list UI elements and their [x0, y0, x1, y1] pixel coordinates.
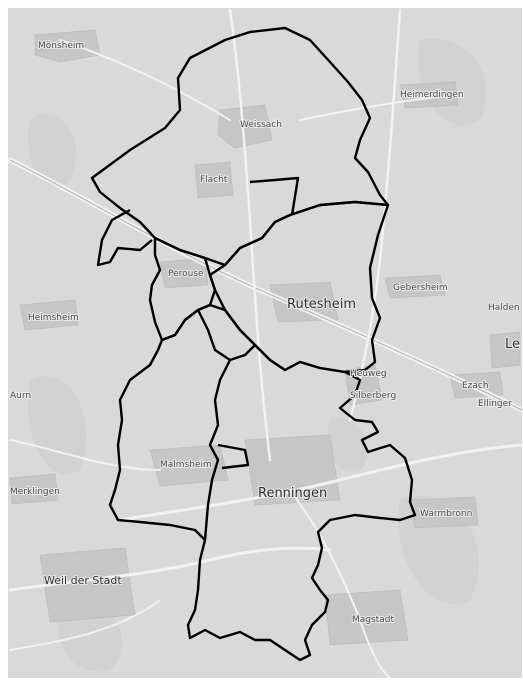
- label-rutesheim: Rutesheim: [287, 297, 356, 312]
- label-heimerdingen: Heimerdingen: [400, 90, 464, 100]
- label-silberberg: Silberberg: [350, 391, 396, 401]
- label-weissach: Weissach: [240, 120, 282, 130]
- label-merklingen: Merklingen: [10, 487, 60, 497]
- label-heuweg: Heuweg: [350, 369, 387, 379]
- label-monsheim: Mönsheim: [38, 41, 84, 51]
- label-ellinger: Ellinger: [478, 399, 512, 409]
- label-malmsheim: Malmsheim: [160, 460, 212, 470]
- label-gebersheim: Gebersheim: [393, 283, 448, 293]
- label-magstadt: Magstadt: [352, 615, 394, 625]
- settlements: [9, 29, 521, 646]
- label-ezach: Ezach: [462, 381, 489, 391]
- label-halden: Halden: [488, 303, 520, 313]
- label-flacht: Flacht: [200, 175, 228, 185]
- roads: [7, 8, 523, 679]
- label-perouse: Perouse: [168, 269, 204, 279]
- place-labels: Mönsheim Weissach Flacht Heimerdingen Pe…: [9, 40, 521, 626]
- municipality-boundaries: [90, 26, 417, 662]
- label-weil-der-stadt: Weil der Stadt: [44, 574, 122, 587]
- label-renningen: Renningen: [258, 486, 327, 501]
- label-aurn: Aurn: [10, 391, 31, 401]
- label-leo: Le: [505, 337, 520, 352]
- label-heimsheim: Heimsheim: [28, 313, 79, 323]
- label-warmbronn: Warmbronn: [420, 509, 472, 519]
